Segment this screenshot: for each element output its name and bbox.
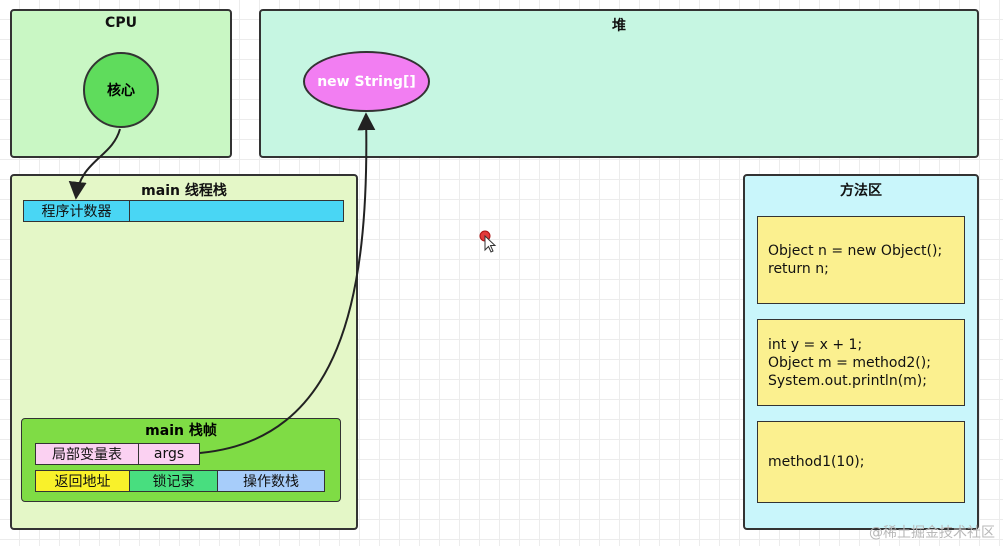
- method-code-block[interactable]: int y = x + 1; Object m = method2(); Sys…: [757, 319, 965, 406]
- mouse-cursor-icon: [479, 230, 497, 253]
- stack-frame-title: main 栈帧: [145, 423, 217, 439]
- method-code-block[interactable]: method1(10);: [757, 421, 965, 503]
- local-variable-args[interactable]: args: [138, 443, 200, 465]
- heap-title: 堆: [612, 18, 626, 34]
- operand-stack-cell[interactable]: 操作数栈: [217, 470, 325, 492]
- code-line: Object n = new Object();: [768, 243, 943, 259]
- local-variable-table-label[interactable]: 局部变量表: [35, 443, 139, 465]
- heap-string-array-object[interactable]: new String[]: [303, 51, 430, 112]
- program-counter-label[interactable]: 程序计数器: [23, 200, 130, 222]
- cpu-title: CPU: [105, 15, 137, 31]
- code-line: return n;: [768, 261, 829, 277]
- watermark: @稀土掘金技术社区: [869, 525, 995, 541]
- code-line: method1(10);: [768, 454, 865, 470]
- method-code-block[interactable]: Object n = new Object(); return n;: [757, 216, 965, 304]
- program-counter-value[interactable]: [129, 200, 344, 222]
- cpu-core[interactable]: 核心: [83, 52, 159, 128]
- code-line: int y = x + 1;: [768, 336, 863, 353]
- code-line: Object m = method2();: [768, 354, 931, 371]
- code-line: System.out.println(m);: [768, 372, 927, 389]
- method-area-title: 方法区: [840, 183, 882, 199]
- return-address-cell[interactable]: 返回地址: [35, 470, 130, 492]
- lock-record-cell[interactable]: 锁记录: [129, 470, 218, 492]
- thread-stack-title: main 线程栈: [141, 183, 227, 199]
- core-to-program-counter-arrow: [68, 128, 121, 200]
- args-to-string-array-arrow: [199, 112, 376, 454]
